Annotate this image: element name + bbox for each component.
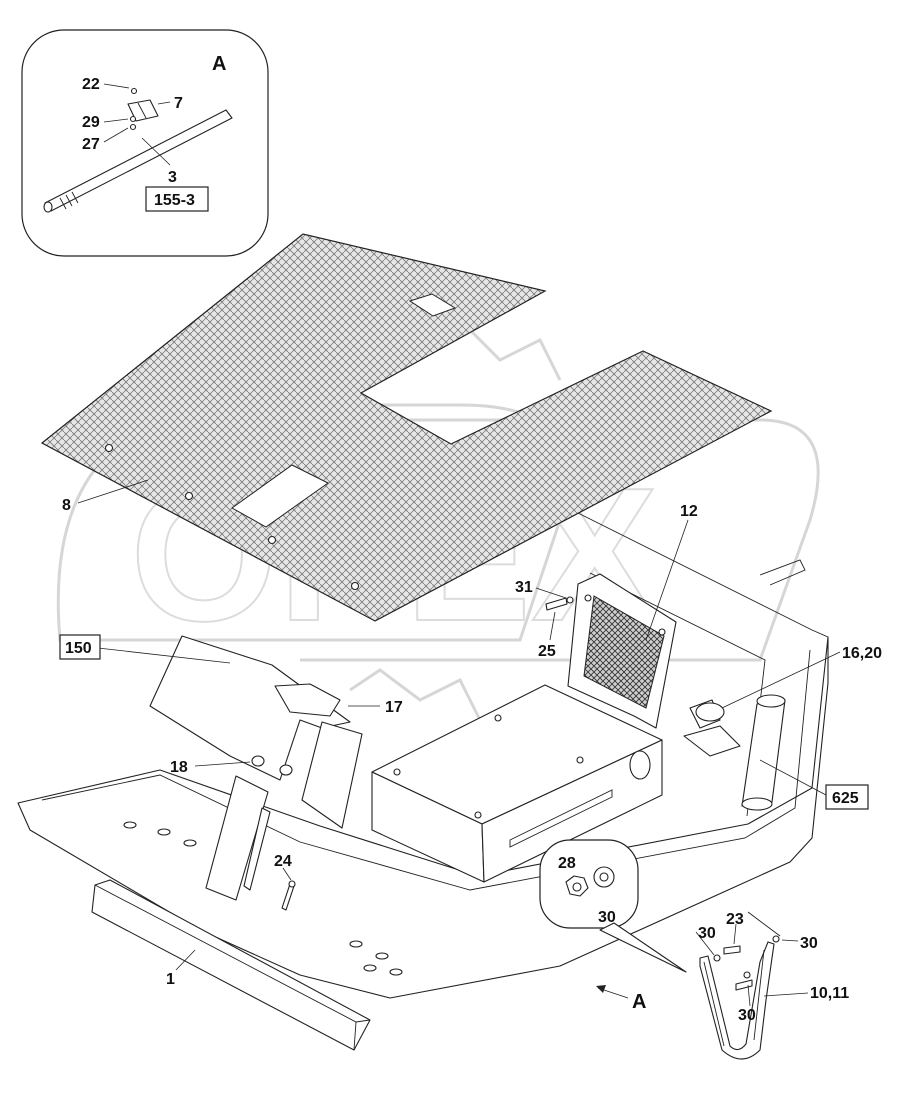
callout-27: 27 [82, 136, 100, 153]
detail-view-letter: A [212, 53, 226, 75]
floor-mat: 8 [40, 233, 773, 622]
callout-16-20: 16,20 [842, 645, 882, 662]
callout-23: 23 [726, 911, 744, 928]
seat-box [371, 684, 663, 883]
callout-12: 12 [680, 503, 698, 520]
ref-155-3-label: 155-3 [154, 192, 195, 209]
washer-29 [129, 115, 137, 123]
detail-view-a: A 22 7 29 27 3 155-3 [21, 29, 269, 257]
ref-625-label: 625 [832, 790, 859, 807]
ref-box-625 [825, 784, 869, 810]
callout-7: 7 [174, 95, 183, 112]
callout-28: 28 [558, 855, 576, 872]
mesh-panel-12: 12 [567, 503, 698, 729]
step-1: 1 [91, 879, 371, 1051]
section-arrow-a: A [596, 985, 646, 1013]
section-arrow-letter: A [632, 991, 646, 1013]
callout-30-c: 30 [738, 1007, 756, 1024]
ref-box-150 [59, 634, 101, 660]
floor-holes [123, 821, 403, 976]
callout-24: 24 [274, 853, 292, 870]
callout-18: 18 [170, 759, 188, 776]
callout-8: 8 [62, 497, 71, 514]
callout-31: 31 [515, 579, 533, 596]
ref-box-155-3 [145, 186, 209, 212]
callout-22: 22 [82, 76, 100, 93]
washer-30-detail [593, 866, 615, 888]
hardware-detail-bubble: 28 30 [539, 839, 687, 973]
callout-30-a: 30 [698, 925, 716, 942]
callout-29: 29 [82, 114, 100, 131]
ref-150-label: 150 [65, 640, 92, 657]
console-150: 150 18 17 [59, 634, 403, 901]
bolt-24: 24 [274, 853, 296, 911]
callout-30-detail: 30 [598, 909, 616, 926]
bracket-10-11: 30 23 30 10,11 30 [695, 911, 849, 1060]
screw-22 [130, 87, 138, 95]
callout-3: 3 [168, 169, 177, 186]
nut-27 [129, 123, 137, 131]
nut-28 [565, 875, 589, 897]
callout-30-b: 30 [800, 935, 818, 952]
rod-part [43, 109, 233, 213]
clamp-plate [127, 99, 159, 122]
callout-10-11: 10,11 [810, 985, 849, 1002]
callout-17: 17 [385, 699, 403, 716]
callout-25: 25 [538, 643, 556, 660]
cylinder-625: 625 [741, 694, 869, 811]
bolt-31-25: 31 25 [515, 579, 574, 660]
detail-bubble [21, 29, 269, 257]
callout-1: 1 [166, 971, 175, 988]
holder-16-20: 16,20 [683, 645, 882, 757]
